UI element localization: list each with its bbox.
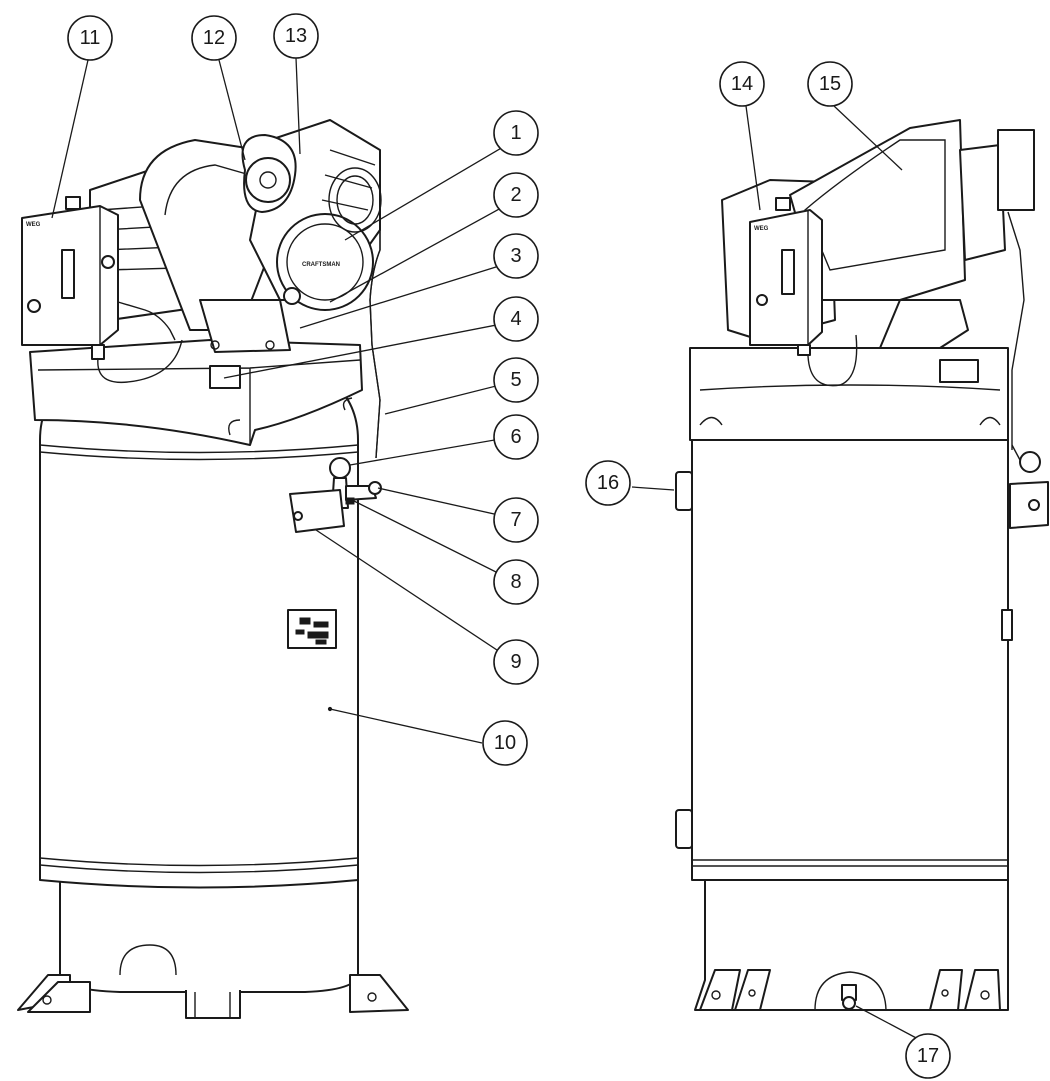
svg-text:3: 3 [510,245,521,267]
tank-decal [287,609,337,649]
rear-air-tank [675,439,1013,881]
leader-5 [384,381,513,415]
leader-4 [223,321,513,379]
unloader-line [97,339,183,384]
callout-2: 2 [493,172,539,218]
drain-valve [841,984,857,1001]
front-outlet-assembly [289,457,382,533]
svg-text:2: 2 [510,184,521,206]
callout-3: 3 [493,233,539,279]
svg-text:17: 17 [917,1045,939,1067]
rear-pressure-switch-box: WEG [749,197,858,387]
svg-text:16: 16 [597,472,619,494]
callout-7: 7 [493,497,539,543]
leader-6 [349,436,513,466]
leader-8 [351,499,513,581]
callout-12: 12 [191,15,237,61]
leader-16 [631,486,675,491]
callout-15: 15 [807,61,853,107]
leader-7 [377,487,513,519]
front-saddle [29,339,363,446]
leader-12 [218,59,246,161]
svg-text:13: 13 [285,25,307,47]
svg-text:7: 7 [510,509,521,531]
callout-9: 9 [493,639,539,685]
callout-4: 4 [493,296,539,342]
svg-text:5: 5 [510,369,521,391]
rear-view: WEG [675,119,1049,1011]
callout-5: 5 [493,357,539,403]
callout-8: 8 [493,559,539,605]
svg-text:9: 9 [510,651,521,673]
svg-text:10: 10 [494,732,516,754]
switch-box-brand-rear: WEG [754,226,769,232]
svg-text:12: 12 [203,27,225,49]
callout-10: 10 [482,720,528,766]
svg-text:15: 15 [819,73,841,95]
pump-badge: CRAFTSMAN [302,262,340,268]
front-pressure-switch-box: WEG [21,196,176,360]
svg-text:11: 11 [80,27,101,49]
front-tank-base [17,879,409,1019]
leader-9 [315,529,513,661]
callout-11: 11 [67,15,113,61]
callout-17: 17 [905,1033,951,1079]
rear-saddle [689,347,1009,441]
leader-2 [329,201,513,303]
callout-1: 1 [493,110,539,156]
leader-11 [51,59,89,219]
front-view: CRAFTSMAN WEG [17,119,409,1019]
switch-box-brand-front: WEG [26,222,41,228]
leader-10 [329,708,483,744]
svg-text:6: 6 [510,426,521,448]
callout-14: 14 [719,61,765,107]
leader-15 [833,105,903,171]
rear-tank-base [694,879,1009,1011]
svg-text:8: 8 [510,571,521,593]
svg-text:4: 4 [510,308,521,330]
leader-14 [745,105,761,211]
leader-17 [855,1005,921,1041]
callout-6: 6 [493,414,539,460]
leader-1 [344,139,516,241]
leader-3 [299,261,513,329]
svg-text:14: 14 [731,73,753,95]
leader-13 [295,57,301,155]
callout-13: 13 [273,13,319,59]
callout-16: 16 [585,460,631,506]
rear-outlet-assembly [1009,444,1049,529]
svg-text:1: 1 [510,122,521,144]
callouts: 1 2 3 4 5 6 7 8 9 10 11 12 13 14 15 16 1… [51,13,951,1079]
